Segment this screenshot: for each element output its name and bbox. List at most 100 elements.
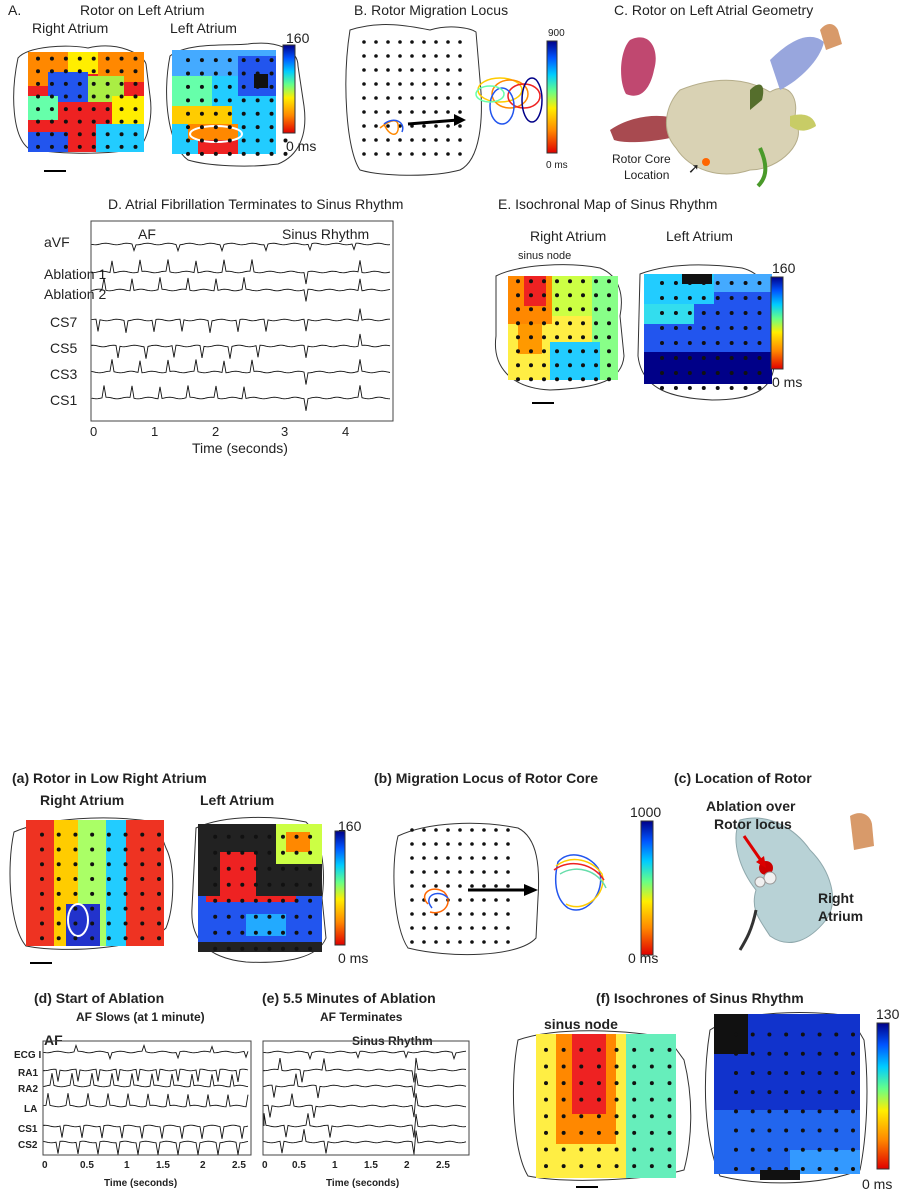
electrode-dot <box>410 898 414 902</box>
ld-channel-ecg: ECG I <box>14 1050 42 1061</box>
egm-trace <box>91 308 390 333</box>
electrode-dot <box>506 912 510 916</box>
panel-le-egm-traces <box>262 1040 470 1156</box>
electrode-dot <box>240 898 245 903</box>
right-atrium-label-2: Atrium <box>818 908 864 924</box>
panel-b-locus <box>345 24 543 176</box>
electrode-dot <box>516 363 520 368</box>
electrode-dot <box>40 877 44 882</box>
electrode-dot <box>434 68 438 72</box>
ld-tick-3: 1.5 <box>156 1160 170 1171</box>
electrode-dot <box>105 119 110 124</box>
electrode-dot <box>555 349 559 354</box>
electrode-dot <box>506 870 510 874</box>
electrode-dot <box>422 940 426 944</box>
panel-d-sinus-label: Sinus Rhythm <box>282 226 370 242</box>
electrode-dot <box>422 912 426 916</box>
electrode-dot <box>568 307 572 312</box>
panel-c-3d-geometry <box>610 24 842 188</box>
electrode-dot <box>240 882 245 887</box>
right-atrium-label-1: Right <box>818 890 854 906</box>
panel-la-scale-bar <box>30 962 52 964</box>
electrode-dot <box>494 828 498 832</box>
electrode-dot <box>458 828 462 832</box>
electrode-dot <box>579 1081 584 1086</box>
electrode-dot <box>199 111 204 116</box>
electrode-dot <box>119 94 124 99</box>
electrode-dot <box>77 69 82 74</box>
electrode-dot <box>734 1166 738 1171</box>
electrode-dot <box>157 936 161 941</box>
panel-d-af-label: AF <box>138 226 156 242</box>
electrode-dot <box>73 921 78 926</box>
electrode-dot <box>133 94 138 99</box>
electrode-dot <box>213 946 218 951</box>
ld-tick-5: 2.5 <box>232 1160 246 1171</box>
electrode-dot <box>482 926 486 930</box>
electrode-dot <box>434 926 438 930</box>
electrode-dot <box>800 1128 805 1133</box>
electrode-dot <box>241 71 246 76</box>
electrode-dot <box>106 891 111 896</box>
electrode-dot <box>607 363 611 368</box>
electrode-dot <box>91 132 96 137</box>
electrode-dot <box>294 898 299 903</box>
electrode-dot <box>36 132 40 137</box>
electrode-dot <box>607 335 611 340</box>
electrode-dot <box>817 1090 822 1095</box>
electrode-dot <box>784 1109 789 1114</box>
electrode-dot <box>434 96 438 100</box>
electrode-dot <box>494 912 498 916</box>
electrode-dot <box>568 321 572 326</box>
electrode-dot <box>77 132 82 137</box>
electrode-dot <box>434 842 438 846</box>
electrode-dot <box>77 107 82 112</box>
electrode-dot <box>226 850 231 855</box>
electrode-dot <box>255 58 260 63</box>
electrode-dot <box>555 279 559 284</box>
egm-trace <box>43 1073 249 1088</box>
electrode-dot <box>596 1147 601 1152</box>
electrode-dot <box>516 321 520 326</box>
arrow-icon: ➚ <box>688 160 700 176</box>
electrode-dot <box>90 862 95 867</box>
electrode-dot <box>458 138 462 142</box>
panel-lf-colorbar-max: 130 <box>876 1006 900 1022</box>
electrode-dot <box>56 847 61 852</box>
electrode-dot <box>199 151 204 156</box>
electrode-dot <box>362 40 366 44</box>
electrode-dot <box>49 144 54 149</box>
electrode-dot <box>255 98 260 103</box>
electrode-dot <box>227 125 232 130</box>
electrode-dot <box>568 349 572 354</box>
electrode-dot <box>119 107 124 112</box>
electrode-dot <box>649 1097 654 1102</box>
electrode-dot <box>186 58 190 63</box>
electrode-dot <box>199 58 204 63</box>
electrode-dot <box>36 119 40 124</box>
electrode-dot <box>386 96 390 100</box>
electrode-dot <box>105 56 110 61</box>
electrode-dot <box>226 834 231 839</box>
panel-d-title: D. Atrial Fibrillation Terminates to Sin… <box>108 196 404 212</box>
electrode-dot <box>561 1047 566 1052</box>
electrode-dot <box>614 1097 619 1102</box>
electrode-dot <box>632 1047 637 1052</box>
electrode-dot <box>56 832 61 837</box>
panel-ld-egm-traces <box>42 1040 252 1156</box>
electrode-dot <box>253 946 258 951</box>
electrode-dot <box>213 151 218 156</box>
panel-a-la-label: Left Atrium <box>170 20 237 36</box>
electrode-dot <box>308 866 313 871</box>
electrode-dot <box>105 81 110 86</box>
electrode-dot <box>410 870 414 874</box>
electrode-dot <box>49 69 54 74</box>
electrode-dot <box>308 946 313 951</box>
electrode-dot <box>422 82 426 86</box>
panel-ld-xlabel: Time (seconds) <box>104 1178 178 1189</box>
electrode-dot <box>800 1090 805 1095</box>
electrode-dot <box>386 54 390 58</box>
electrode-dot <box>398 110 402 114</box>
ld-channel-cs2: CS2 <box>18 1140 38 1151</box>
electrode-dot <box>743 281 748 285</box>
